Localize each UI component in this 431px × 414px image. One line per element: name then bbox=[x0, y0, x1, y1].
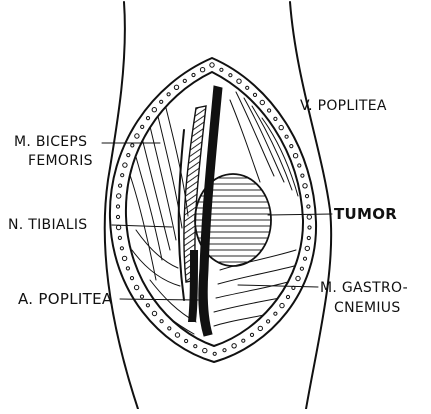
fat-dot bbox=[174, 85, 178, 89]
fat-dot bbox=[135, 134, 139, 138]
label-a-poplitea: A. POPLITEA bbox=[18, 290, 113, 308]
fat-dot bbox=[167, 93, 170, 96]
label-m-gastro-line2: CNEMIUS bbox=[334, 300, 401, 316]
fat-dot bbox=[168, 327, 171, 330]
fat-dot bbox=[246, 86, 249, 89]
wound-interior bbox=[130, 86, 298, 336]
fat-dot bbox=[192, 73, 195, 76]
fat-dot bbox=[260, 100, 264, 104]
fat-dot bbox=[123, 163, 127, 167]
fat-dot bbox=[285, 135, 288, 138]
fat-dot bbox=[122, 256, 126, 260]
fat-dot bbox=[116, 215, 119, 218]
fat-dot bbox=[131, 144, 134, 147]
fat-dot bbox=[194, 345, 197, 348]
fat-dot bbox=[146, 117, 149, 120]
fat-dot bbox=[267, 320, 270, 323]
fat-dot bbox=[229, 74, 232, 77]
tibial-nerve-edge bbox=[179, 130, 184, 300]
label-m-biceps-line1: M. BICEPS bbox=[14, 134, 87, 150]
fat-dot bbox=[213, 352, 216, 355]
fat-dot bbox=[116, 225, 120, 229]
fat-dot bbox=[223, 349, 226, 352]
fat-dot bbox=[140, 295, 143, 298]
fat-dot bbox=[175, 333, 179, 337]
fat-dot bbox=[134, 285, 138, 289]
fat-dot bbox=[220, 68, 223, 71]
fat-dot bbox=[116, 205, 119, 208]
label-m-biceps-line2: FEMORIS bbox=[28, 153, 93, 169]
fat-dot bbox=[200, 68, 204, 72]
label-n-tibialis: N. TIBIALIS bbox=[8, 217, 87, 233]
fat-dot bbox=[152, 108, 156, 112]
fat-dot bbox=[303, 257, 306, 260]
fat-dot bbox=[308, 226, 311, 229]
fat-dot bbox=[160, 100, 163, 103]
fat-dot bbox=[258, 326, 262, 330]
fat-dot bbox=[183, 79, 186, 82]
fat-dot bbox=[305, 195, 308, 198]
fat-dot bbox=[121, 174, 124, 177]
fat-dot bbox=[127, 154, 130, 157]
fat-dot bbox=[286, 295, 289, 298]
fat-dot bbox=[268, 109, 271, 112]
fat-dot bbox=[242, 339, 245, 342]
fat-dot bbox=[305, 246, 309, 250]
label-m-gastro-line1: M. GASTRO- bbox=[320, 280, 408, 296]
label-tumor: TUMOR bbox=[334, 205, 397, 223]
fat-dot bbox=[237, 79, 241, 83]
fat-dot bbox=[146, 304, 149, 307]
fat-dot bbox=[185, 339, 188, 342]
fat-dot bbox=[141, 125, 144, 128]
fat-dot bbox=[290, 145, 293, 148]
fat-dot bbox=[279, 125, 283, 129]
fat-dot bbox=[280, 303, 284, 307]
leg-outline-right bbox=[290, 2, 331, 409]
fat-dot bbox=[274, 312, 277, 315]
fat-dot bbox=[130, 277, 133, 280]
fat-dot bbox=[117, 194, 121, 198]
fat-dot bbox=[307, 215, 311, 219]
fat-dot bbox=[152, 311, 156, 315]
fat-dot bbox=[303, 184, 307, 188]
fat-dot bbox=[119, 184, 122, 187]
fat-dot bbox=[293, 154, 297, 158]
fat-dot bbox=[253, 93, 256, 96]
fat-dot bbox=[274, 117, 277, 120]
fat-dot bbox=[203, 348, 207, 352]
fat-dot bbox=[120, 247, 123, 250]
fat-dot bbox=[118, 236, 121, 239]
fat-dot bbox=[307, 205, 310, 208]
fat-dot bbox=[298, 164, 301, 167]
fat-dot bbox=[301, 174, 304, 177]
label-v-poplitea: V. POPLITEA bbox=[300, 98, 387, 114]
fat-dot bbox=[210, 63, 214, 67]
fat-dot bbox=[296, 276, 300, 280]
fat-dot bbox=[160, 320, 163, 323]
fat-dot bbox=[232, 344, 236, 348]
fat-dot bbox=[300, 267, 303, 270]
fat-dot bbox=[126, 267, 129, 270]
fat-dot bbox=[307, 236, 310, 239]
fat-dot bbox=[250, 333, 253, 336]
